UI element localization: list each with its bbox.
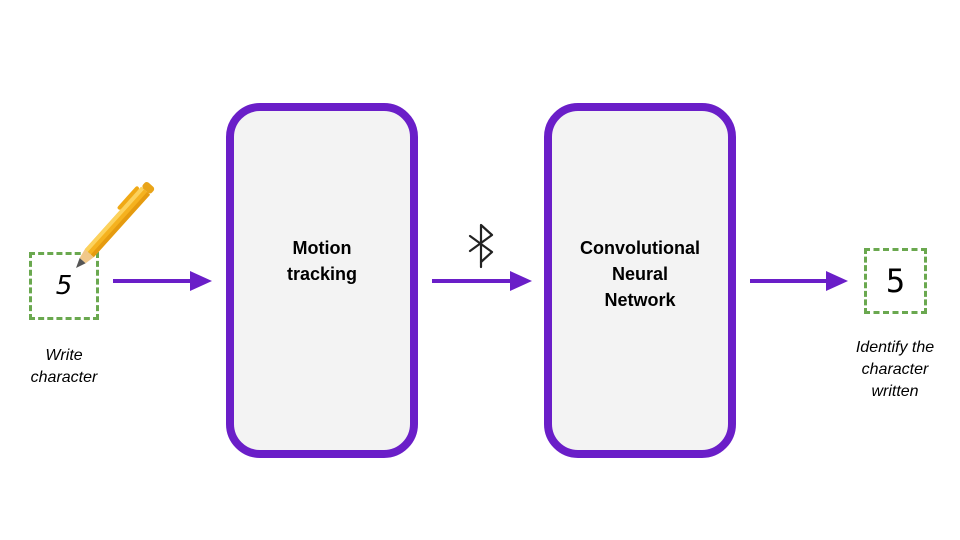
cnn-line3: Network bbox=[604, 290, 676, 310]
arrow-input-to-motion bbox=[113, 271, 212, 291]
output-caption-line1: Identify the bbox=[855, 339, 935, 356]
motion-tracking-label: Motion tracking bbox=[234, 235, 410, 287]
cnn-block: Convolutional Neural Network bbox=[544, 103, 736, 458]
input-caption-line1: Write bbox=[45, 347, 83, 364]
output-character-box: 5 bbox=[864, 248, 927, 314]
arrow-motion-to-cnn bbox=[432, 271, 532, 291]
output-caption: Identify the character written bbox=[835, 337, 955, 403]
motion-tracking-line1: Motion bbox=[292, 238, 352, 258]
input-caption: Write character bbox=[14, 345, 114, 389]
bluetooth-icon bbox=[468, 223, 494, 269]
input-character: 5 bbox=[55, 271, 73, 301]
output-caption-line3: written bbox=[871, 383, 919, 400]
output-caption-line2: character bbox=[861, 361, 929, 378]
motion-tracking-block: Motion tracking bbox=[226, 103, 418, 458]
input-caption-line2: character bbox=[30, 369, 98, 386]
cnn-line1: Convolutional bbox=[580, 238, 700, 258]
cnn-label: Convolutional Neural Network bbox=[552, 235, 728, 313]
motion-tracking-line2: tracking bbox=[286, 264, 358, 284]
output-character: 5 bbox=[885, 262, 906, 300]
input-character-box: 5 bbox=[29, 252, 99, 320]
pencil-icon bbox=[76, 181, 155, 268]
arrow-cnn-to-output bbox=[750, 271, 848, 291]
cnn-line2: Neural bbox=[611, 264, 669, 284]
